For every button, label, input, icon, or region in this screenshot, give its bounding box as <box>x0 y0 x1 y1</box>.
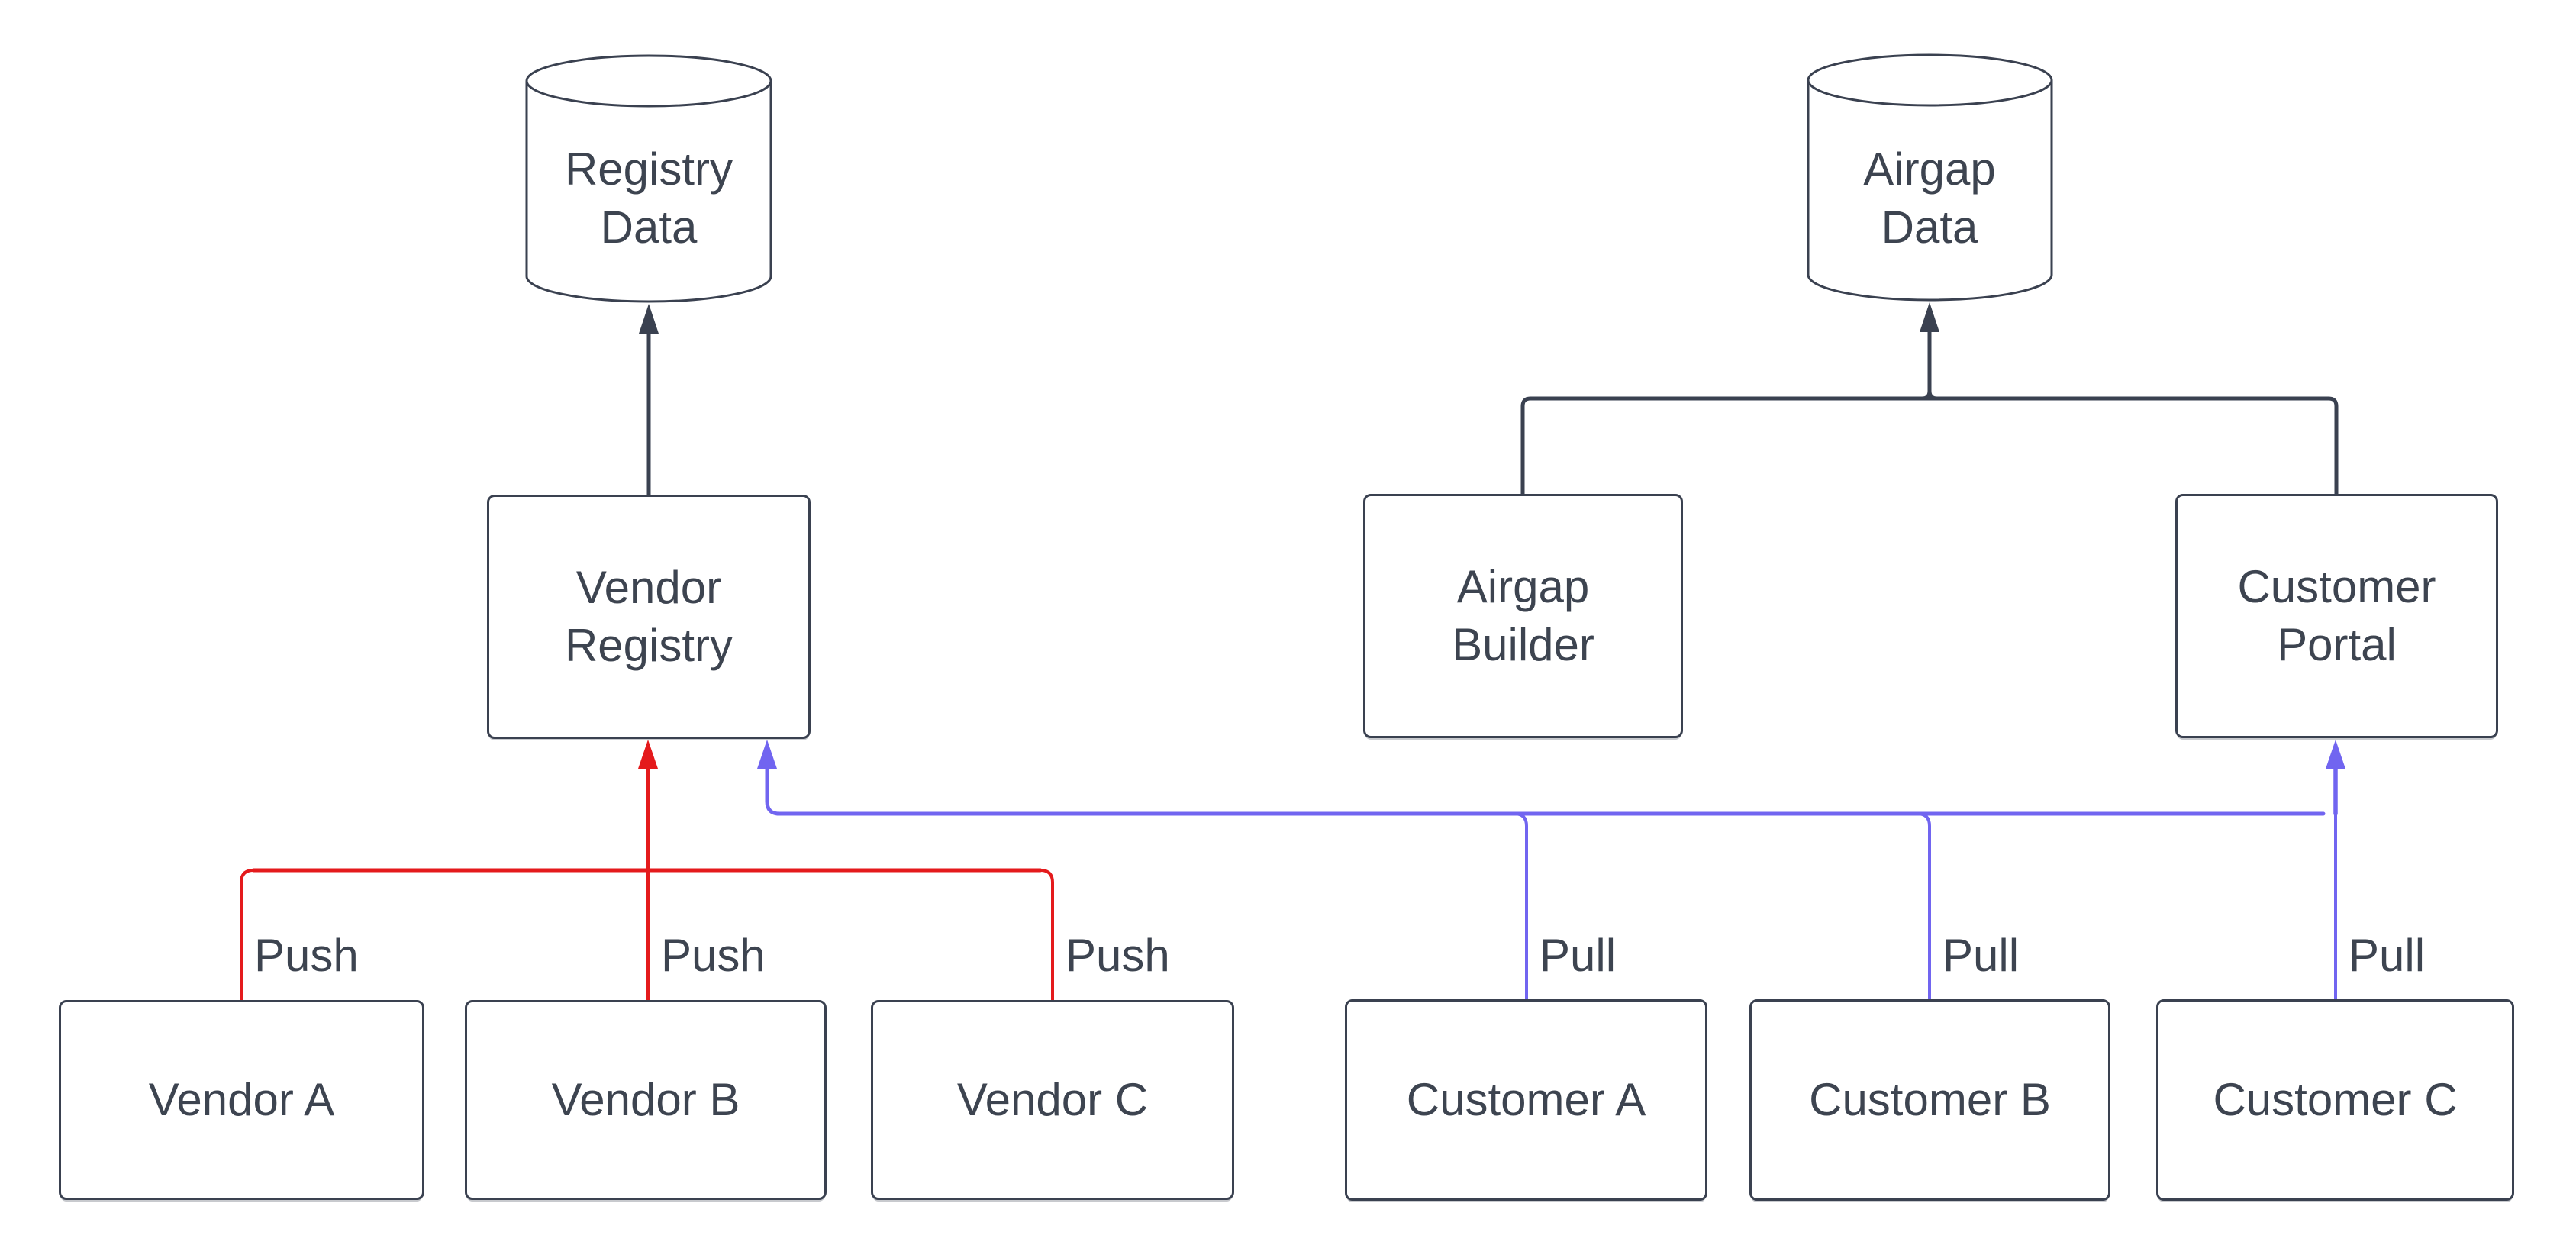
node-customer-c: Customer C <box>2156 999 2514 1201</box>
node-label-vendor-c: Vendor C <box>956 1074 1149 1125</box>
node-label-vendor-b: Vendor B <box>551 1074 740 1125</box>
node-label-vendor-registry: Vendor Registry <box>564 562 733 671</box>
cylinder-label-airgap-data: Airgap Data <box>1863 144 1996 253</box>
node-label-airgap-builder: Airgap Builder <box>1452 561 1594 670</box>
cylinder-registry-data <box>525 54 772 303</box>
edge-label-push-vendor-a: Push <box>254 930 359 981</box>
cylinder-airgap-data <box>1807 53 2053 302</box>
edge-vendor-a-push <box>240 869 255 1002</box>
node-label-customer-c: Customer C <box>2213 1074 2458 1125</box>
cylinder-label-registry-data: Registry Data <box>564 144 733 253</box>
node-label-customer-a: Customer A <box>1406 1074 1646 1125</box>
edge-push-trunk <box>251 740 1043 873</box>
node-label-customer-b: Customer B <box>1809 1074 2051 1125</box>
edge-label-push-vendor-b: Push <box>661 930 766 981</box>
node-vendor-a: Vendor A <box>59 1000 424 1200</box>
edge-vendor-registry-to-registry-data <box>639 304 659 497</box>
edge-customer-portal-to-airgap-data <box>1528 302 2339 496</box>
node-customer-a: Customer A <box>1345 999 1707 1201</box>
node-vendor-b: Vendor B <box>465 1000 827 1200</box>
edge-label-pull-customer-c: Pull <box>2349 930 2426 981</box>
node-vendor-c: Vendor C <box>871 1000 1234 1200</box>
edge-pull-trunk <box>757 740 2345 816</box>
node-airgap-builder: Airgap Builder <box>1363 494 1683 738</box>
edge-customer-b-pull <box>1916 812 1931 1002</box>
edge-label-push-vendor-c: Push <box>1066 930 1170 981</box>
node-label-customer-portal: Customer Portal <box>2237 561 2436 670</box>
node-vendor-registry: Vendor Registry <box>487 495 811 739</box>
edge-customer-a-pull <box>1513 812 1528 1002</box>
edge-label-pull-customer-b: Pull <box>1942 930 2020 981</box>
edge-label-pull-customer-a: Pull <box>1539 930 1617 981</box>
node-label-vendor-a: Vendor A <box>148 1074 335 1125</box>
node-customer-b: Customer B <box>1749 999 2110 1201</box>
node-customer-portal: Customer Portal <box>2175 494 2498 738</box>
edge-airgap-builder-to-airgap-data <box>1520 330 1932 496</box>
edge-vendor-c-push <box>1039 869 1054 1002</box>
